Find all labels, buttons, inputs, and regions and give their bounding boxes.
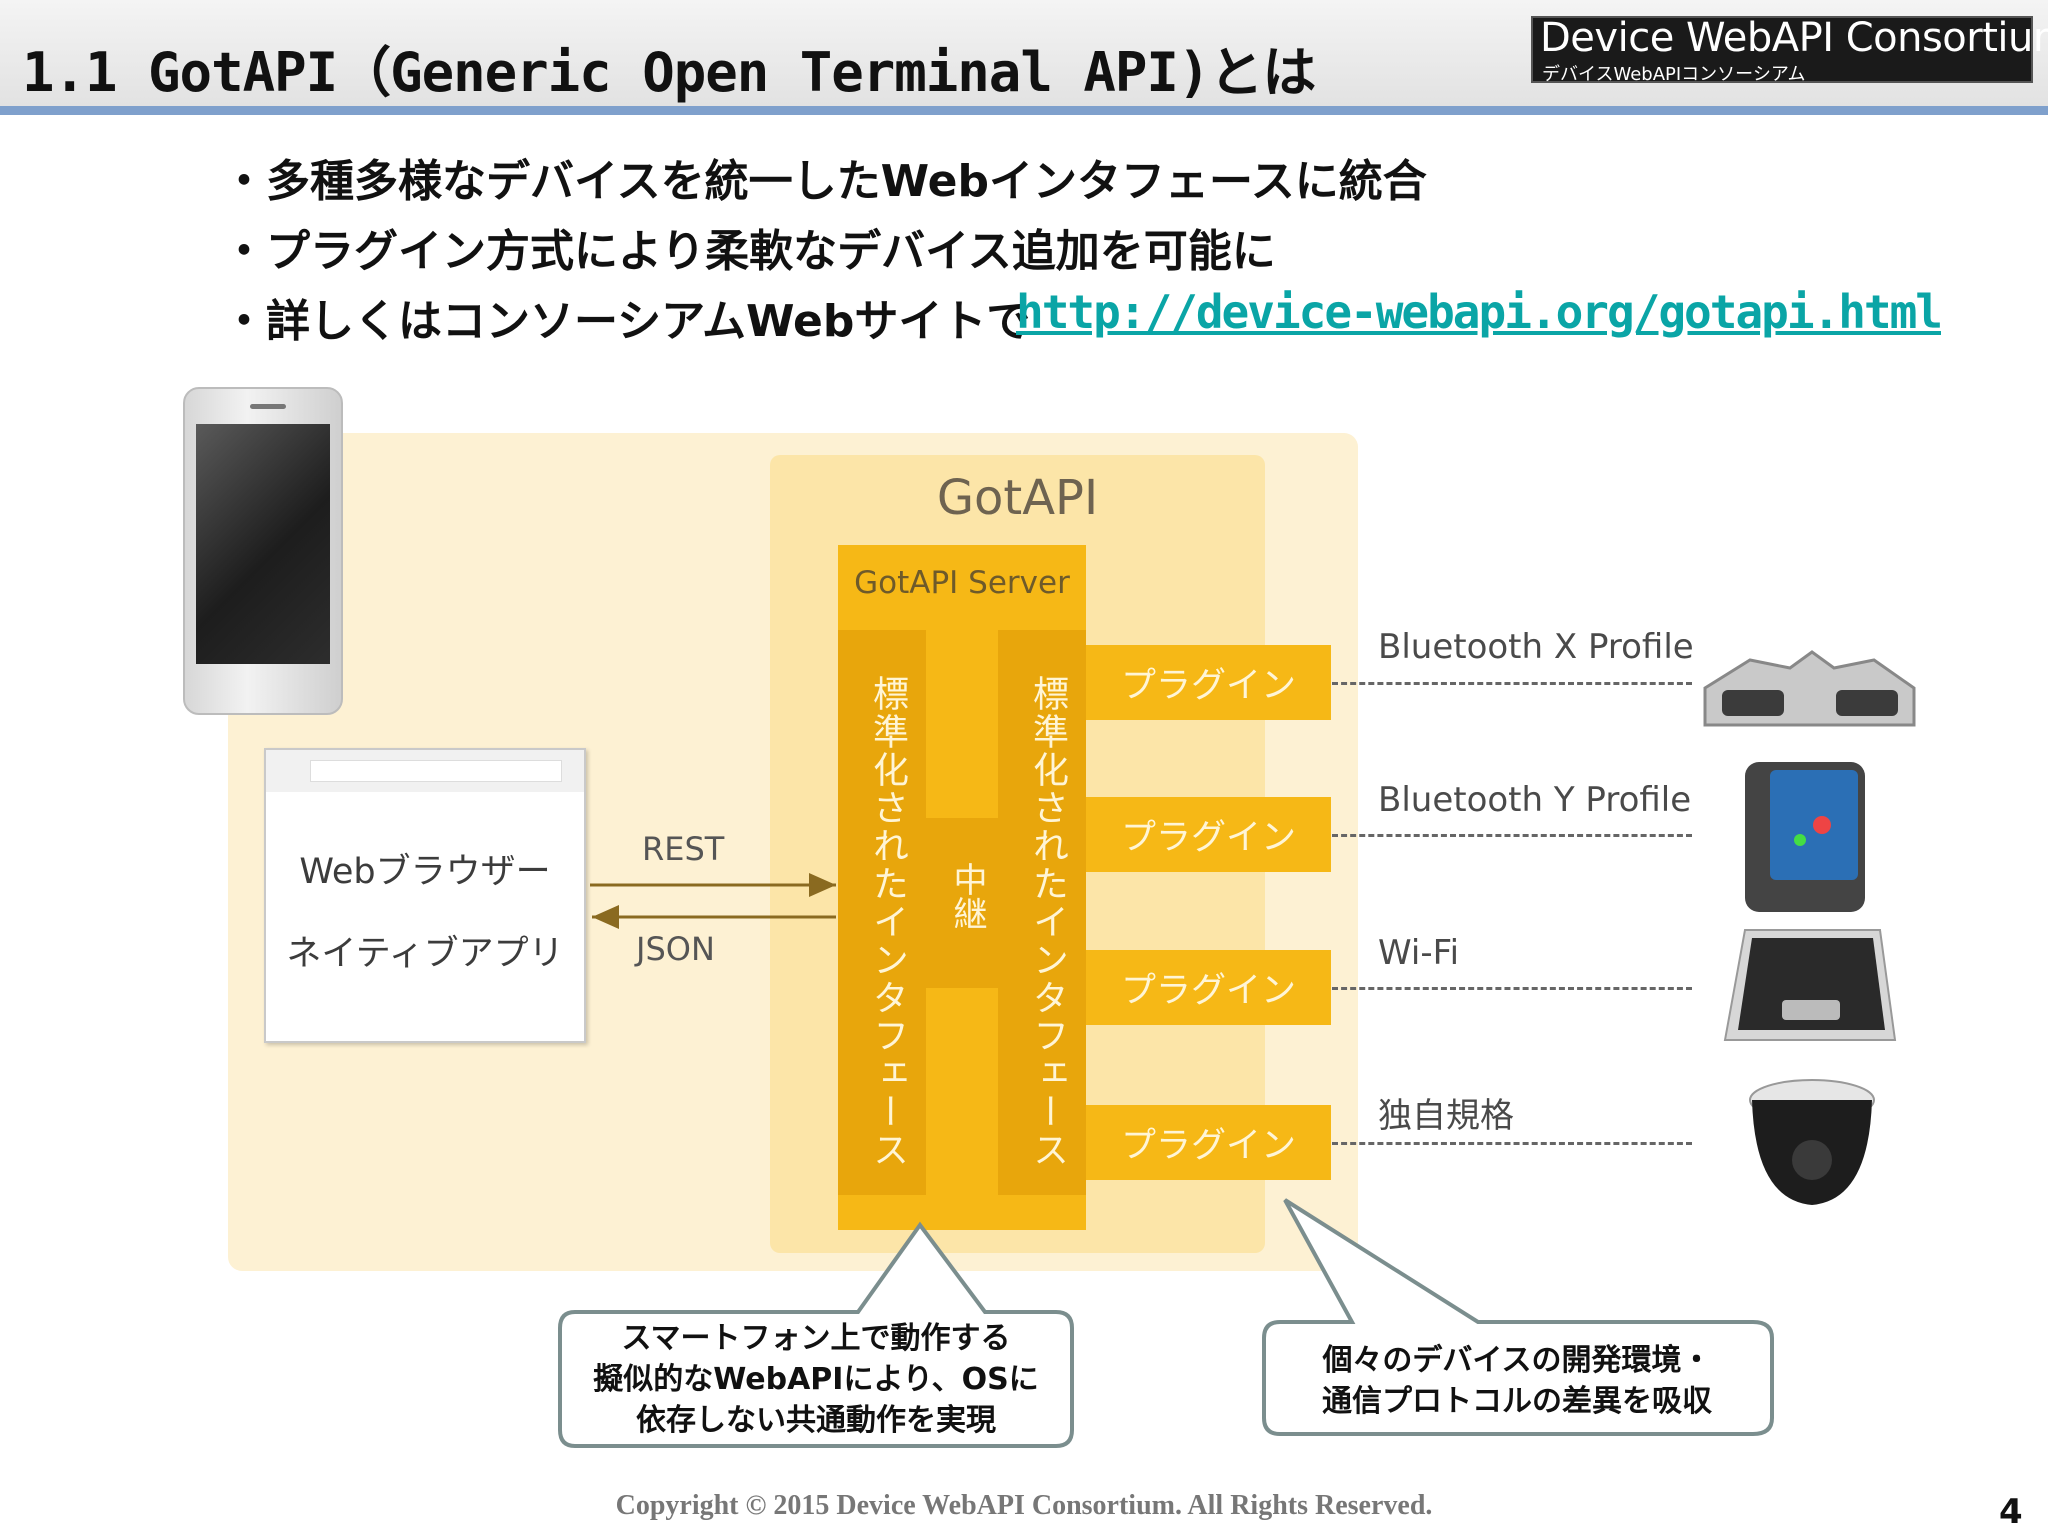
plugin-box-1 bbox=[1086, 645, 1331, 720]
3d-glasses-icon bbox=[1703, 650, 1916, 727]
phone-screen bbox=[196, 424, 330, 664]
callout-left-bubble bbox=[558, 1221, 1074, 1448]
interface-column-left bbox=[838, 630, 926, 1195]
standard-interface-label-right: 標準化されたインタフェース bbox=[1027, 675, 1068, 1169]
plugin-box-3 bbox=[1086, 950, 1331, 1025]
rest-label: REST bbox=[642, 830, 725, 868]
callout-right-line-2: 通信プロトコルの差異を吸収 bbox=[1322, 1384, 1712, 1419]
callout-right-line-1: 個々のデバイスの開発環境・ bbox=[1322, 1343, 1712, 1378]
connection-line-3 bbox=[1332, 987, 1692, 990]
logo-english-text: Device WebAPI Consortium bbox=[1540, 15, 2048, 61]
plugin-box-4 bbox=[1086, 1105, 1331, 1180]
plugin-label-3: プラグイン bbox=[1120, 971, 1296, 1011]
gotapi-server-title: GotAPI Server bbox=[854, 565, 1070, 601]
callout-right-text: 個々のデバイスの開発環境・ 通信プロトコルの差異を吸収 bbox=[1266, 1340, 1768, 1422]
browser-window bbox=[264, 748, 586, 1043]
standard-interface-label-left: 標準化されたインタフェース bbox=[867, 675, 908, 1169]
security-camera-icon bbox=[1749, 1079, 1875, 1205]
consortium-logo bbox=[1531, 16, 2033, 83]
bullet-website: ・詳しくはコンソーシアムWebサイトで bbox=[222, 296, 1031, 347]
connection-label-proprietary: 独自規格 bbox=[1378, 1096, 1514, 1136]
plugin-label-4: プラグイン bbox=[1120, 1126, 1296, 1166]
connection-label-wifi: Wi-Fi bbox=[1378, 933, 1460, 973]
smartwatch-icon bbox=[1745, 762, 1865, 912]
native-app-label: ネイティブアプリ bbox=[286, 934, 564, 974]
interface-column-right bbox=[998, 630, 1086, 1195]
logo-japanese-text: デバイスWebAPIコンソーシアム bbox=[1542, 64, 1806, 85]
callout-right-bubble bbox=[1262, 1198, 1774, 1436]
bullet-unified-interface: ・多種多様なデバイスを統一したWebインタフェースに統合 bbox=[222, 156, 1427, 207]
header-rule bbox=[0, 106, 2048, 115]
callout-left-text: スマートフォン上で動作する 擬似的なWebAPIにより、OSに 依存しない共通動… bbox=[560, 1318, 1072, 1441]
gotapi-link[interactable]: http://device-webapi.org/gotapi.html bbox=[1016, 285, 1943, 339]
connection-line-1 bbox=[1332, 682, 1692, 685]
plugin-box-2 bbox=[1086, 797, 1331, 872]
json-label: JSON bbox=[636, 930, 715, 968]
callout-left-line-1: スマートフォン上で動作する bbox=[621, 1321, 1011, 1356]
connection-line-2 bbox=[1332, 834, 1692, 837]
copyright-notice: Copyright © 2015 Device WebAPI Consortiu… bbox=[615, 1490, 1433, 1521]
browser-address-bar bbox=[310, 760, 562, 782]
relay-label: 中継 bbox=[947, 862, 987, 930]
page-number: 4 bbox=[1999, 1492, 2023, 1532]
slide-title: 1.1 GotAPI（Generic Open Terminal API)とは bbox=[22, 41, 1316, 104]
connection-label-bluetooth-y: Bluetooth Y Profile bbox=[1378, 780, 1692, 820]
plugin-label-1: プラグイン bbox=[1120, 666, 1296, 706]
web-browser-label: Webブラウザー bbox=[299, 852, 551, 892]
connection-line-4 bbox=[1332, 1142, 1692, 1145]
bullet-plugin-method: ・プラグイン方式により柔軟なデバイス追加を可能に bbox=[222, 226, 1276, 277]
gotapi-title: GotAPI bbox=[936, 470, 1099, 526]
weight-scale-icon bbox=[1723, 929, 1897, 1041]
phone-speaker bbox=[250, 404, 286, 409]
relay-bridge bbox=[924, 818, 1002, 988]
callout-left-line-3: 依存しない共通動作を実現 bbox=[636, 1403, 996, 1438]
callout-left-line-2: 擬似的なWebAPIにより、OSに bbox=[593, 1362, 1039, 1397]
connection-label-bluetooth-x: Bluetooth X Profile bbox=[1378, 627, 1694, 667]
plugin-label-2: プラグイン bbox=[1120, 818, 1296, 858]
